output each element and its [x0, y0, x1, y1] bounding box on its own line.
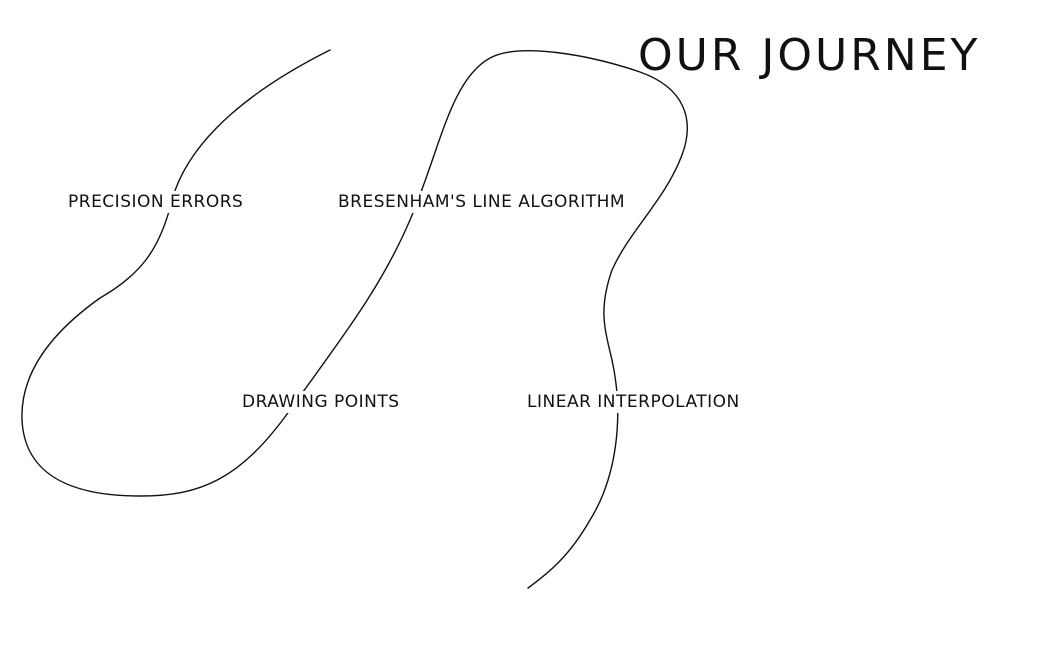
milestone-drawing-points: DRAWING POINTS	[238, 391, 404, 413]
journey-curve	[21, 49, 688, 589]
milestone-bresenham-line-algorithm: BRESENHAM'S LINE ALGORITHM	[334, 191, 630, 213]
milestone-precision-errors: PRECISION ERRORS	[64, 191, 248, 213]
milestone-linear-interpolation: LINEAR INTERPOLATION	[523, 391, 744, 413]
diagram-title: OUR JOURNEY	[638, 30, 981, 81]
